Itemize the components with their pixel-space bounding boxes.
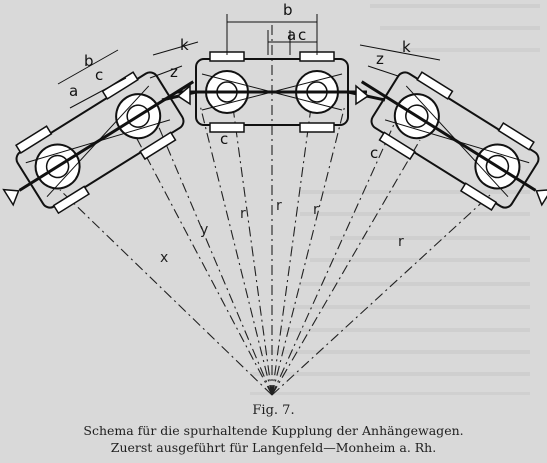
- label-x: x: [160, 250, 168, 266]
- right-car: [360, 71, 547, 211]
- label-k-left: k: [180, 36, 189, 54]
- background-text-bleed: [250, 4, 540, 395]
- label-c-left: c: [95, 66, 103, 84]
- label-z-right: z: [376, 50, 384, 68]
- figure-caption-line2: Zuerst ausgeführt für Langenfeld—Monheim…: [110, 440, 437, 455]
- label-c-center-lower: c: [220, 130, 228, 148]
- label-z-left: z: [170, 63, 178, 81]
- left-car: [2, 71, 195, 215]
- label-c-center: c: [298, 26, 306, 44]
- label-r-center: r: [276, 198, 282, 214]
- dimension-labels: b a c c k z b a c k z c r r r r x y: [69, 1, 411, 266]
- label-k-right: k: [402, 38, 411, 56]
- label-b-left: b: [84, 52, 94, 70]
- label-r-far-right: r: [398, 234, 404, 250]
- dimension-lines: [57, 14, 441, 109]
- radius-lines: [59, 25, 491, 396]
- label-a-center: a: [287, 26, 296, 44]
- coupling-triangles: [176, 84, 370, 106]
- label-b-center: b: [283, 1, 293, 19]
- label-r-leftmid: r: [240, 206, 246, 222]
- label-a-left: a: [69, 82, 78, 100]
- label-r-rightmid: r: [313, 202, 319, 218]
- figure-caption-line1: Schema für die spurhaltende Kupplung der…: [83, 423, 464, 438]
- label-y: y: [200, 222, 208, 238]
- figure-number: Fig. 7.: [252, 403, 295, 418]
- label-c-right: c: [370, 144, 378, 162]
